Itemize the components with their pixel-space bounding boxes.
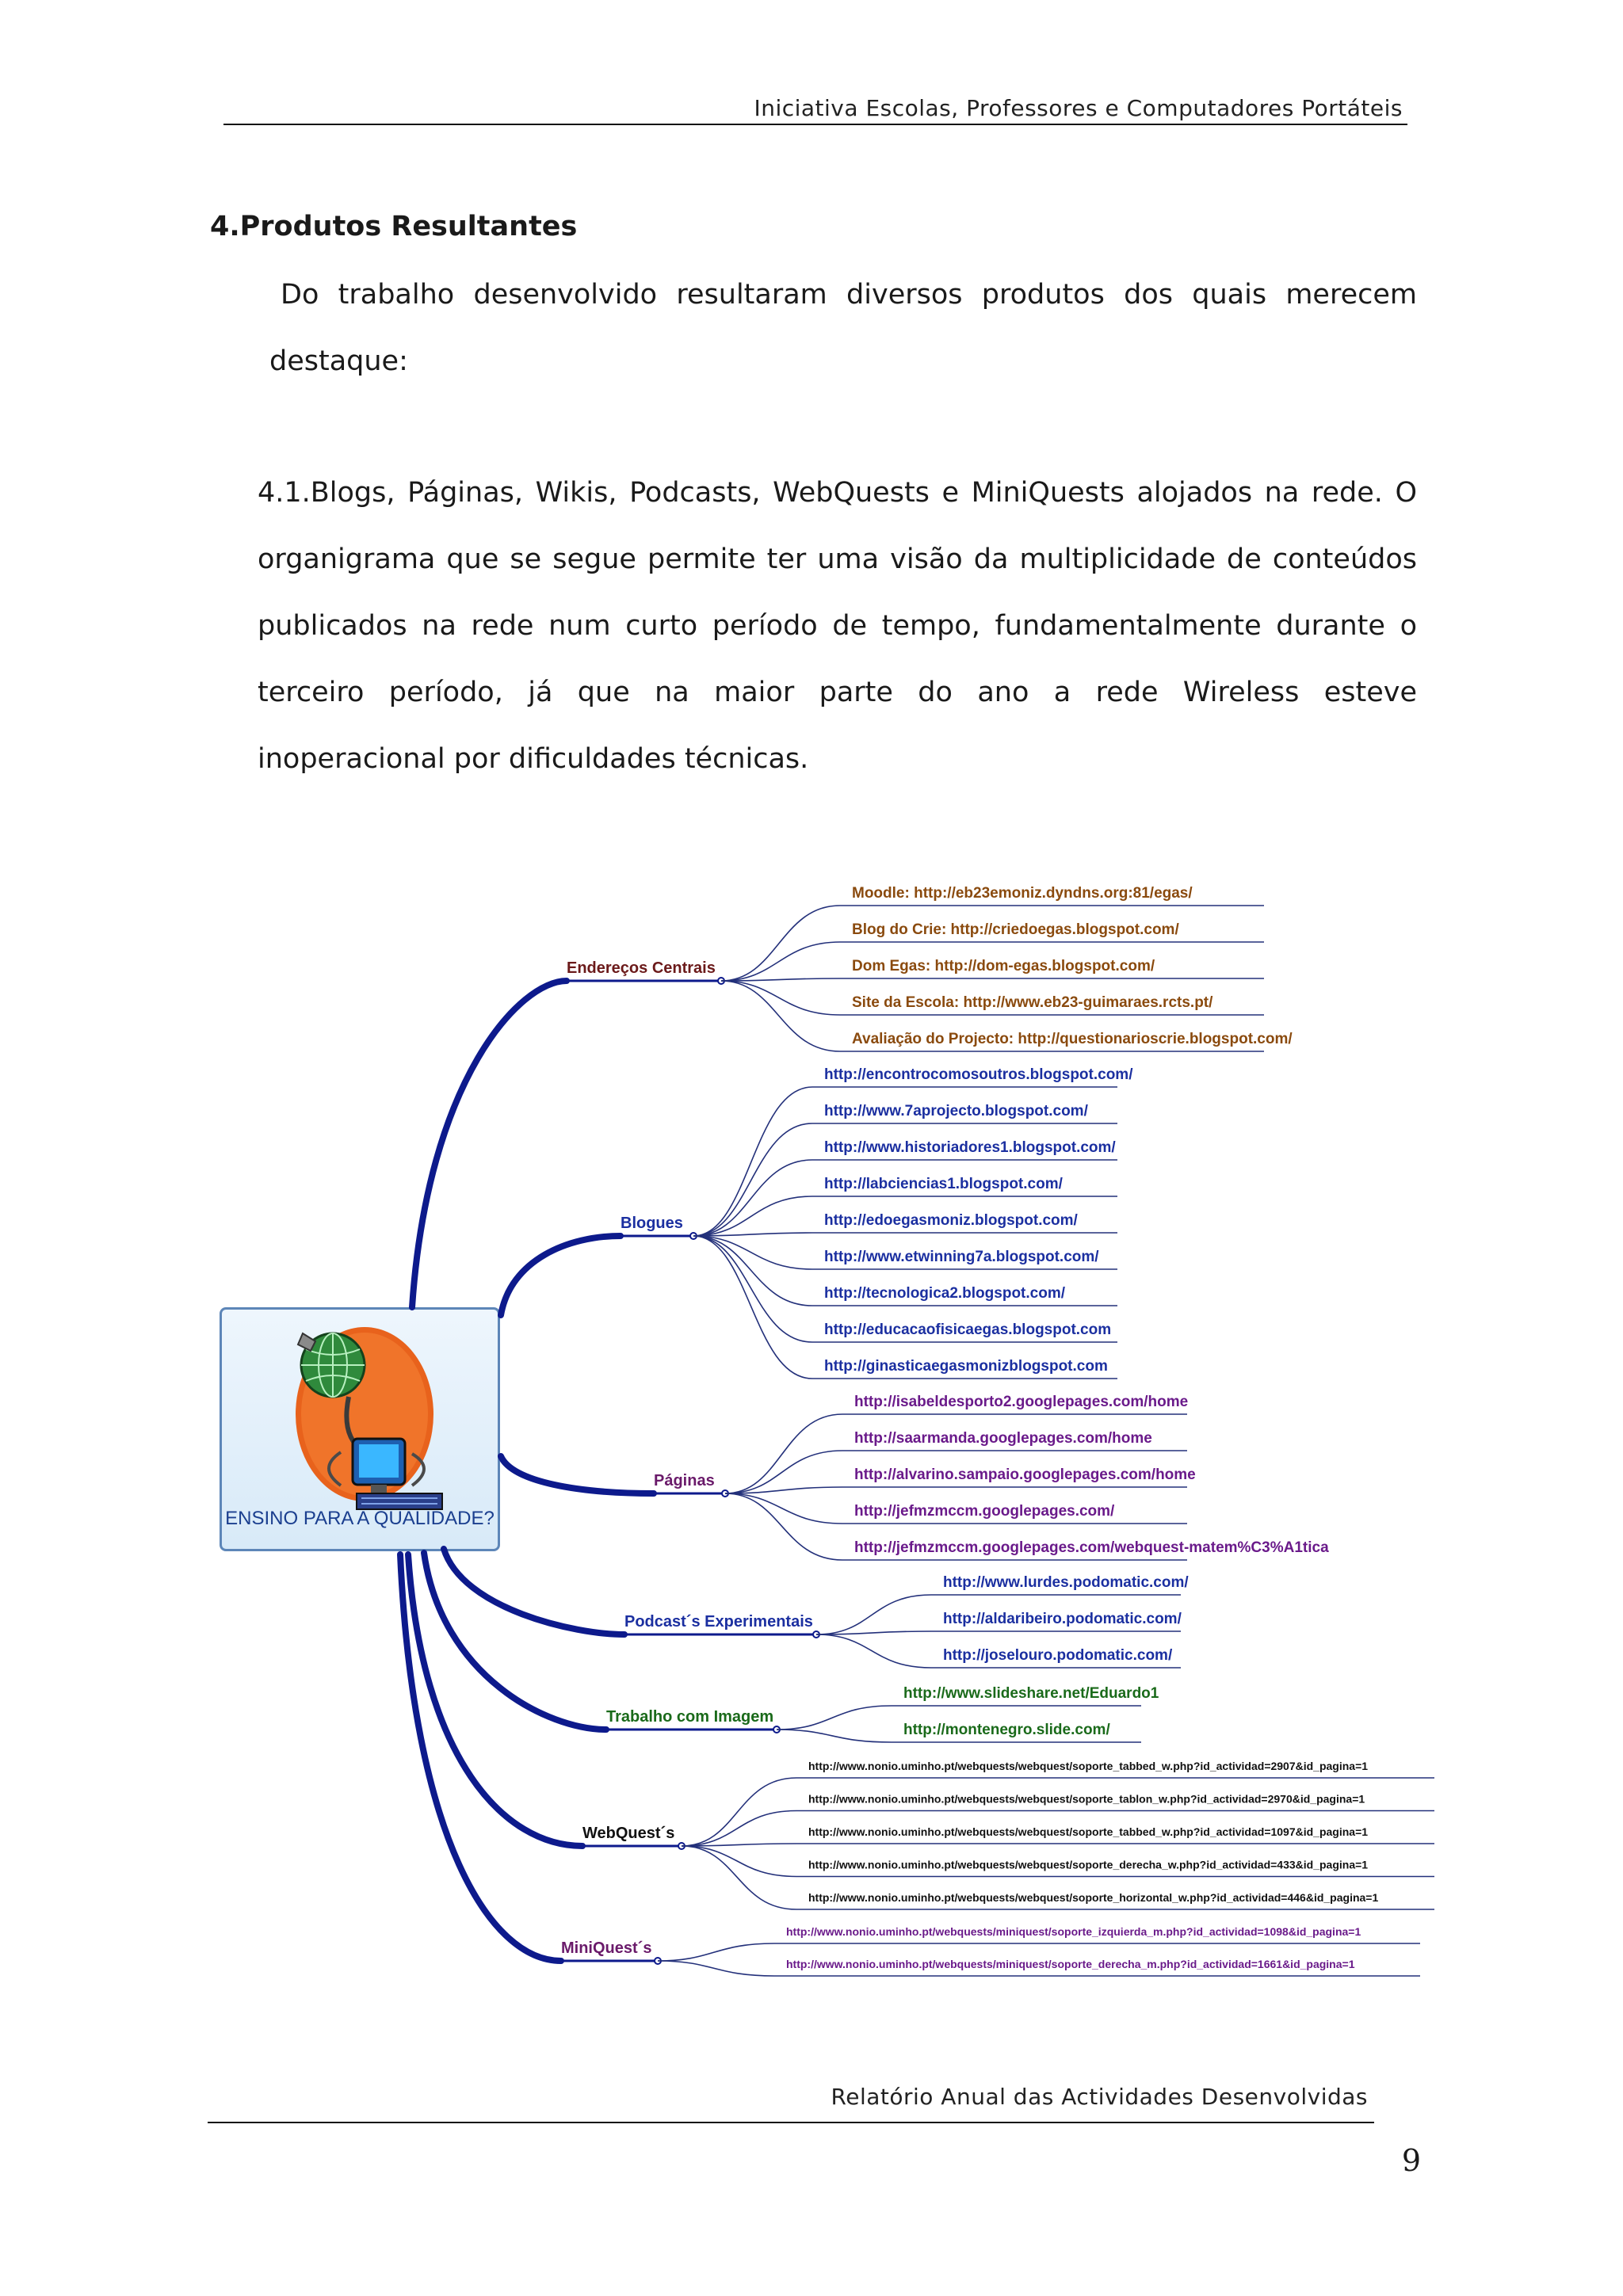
branch-connector	[397, 1551, 564, 1964]
leaf-link: Moodle: http://eb23emoniz.dyndns.org:81/…	[852, 885, 1193, 902]
leaf-link: http://ginasticaegasmonizblogspot.com	[824, 1358, 1108, 1375]
leaf-connector	[815, 1594, 932, 1635]
leaf-link: http://www.lurdes.podomatic.com/	[943, 1574, 1189, 1591]
branch-label: Endereços Centrais	[567, 959, 716, 977]
leaf-link: http://www.nonio.uminho.pt/webquests/min…	[786, 1958, 1355, 1970]
branch-connector	[421, 1550, 609, 1733]
leaf-link: http://isabeldesporto2.googlepages.com/h…	[854, 1394, 1188, 1410]
leaf-link: http://aldaribeiro.podomatic.com/	[943, 1611, 1182, 1627]
branch-label: Trabalho com Imagem	[606, 1708, 773, 1726]
leaf-link: http://www.nonio.uminho.pt/webquests/web…	[808, 1891, 1378, 1904]
branch-label: MiniQuest´s	[561, 1939, 651, 1957]
leaf-connector	[693, 1123, 813, 1237]
leaf-connector	[693, 1235, 813, 1343]
branch-hub	[717, 977, 725, 985]
leaf-link: Site da Escola: http://www.eb23-guimarae…	[852, 994, 1213, 1011]
leaf-link: Dom Egas: http://dom-egas.blogspot.com/	[852, 958, 1155, 974]
leaf-connector	[693, 1235, 813, 1306]
branch-connector	[405, 1551, 586, 1849]
leaf-link: http://www.etwinning7a.blogspot.com/	[824, 1249, 1099, 1265]
leaf-connector	[724, 1493, 843, 1561]
leaf-connector	[724, 1493, 843, 1524]
leaf-link: http://www.nonio.uminho.pt/webquests/min…	[786, 1925, 1361, 1938]
branch-connector	[441, 1546, 628, 1638]
branch-hub	[773, 1726, 781, 1733]
leaf-connector	[681, 1810, 797, 1847]
branch-connector	[498, 1233, 624, 1318]
leaf-connector	[720, 905, 841, 982]
footer-title: Relatório Anual das Actividades Desenvol…	[831, 2084, 1368, 2110]
body-paragraph: 4.1.Blogs, Páginas, Wikis, Podcasts, Web…	[258, 477, 1417, 775]
header-rule	[223, 124, 1407, 125]
leaf-connector	[776, 1729, 892, 1743]
branch-hub	[654, 1957, 662, 1965]
branch-hub	[812, 1630, 820, 1638]
leaf-link: http://www.nonio.uminho.pt/webquests/web…	[808, 1793, 1365, 1806]
leaf-connector	[815, 1634, 932, 1669]
leaf-connector	[693, 1232, 813, 1237]
leaf-link: http://labciencias1.blogspot.com/	[824, 1176, 1064, 1192]
leaf-connector	[693, 1159, 813, 1237]
leaf-connector	[681, 1845, 797, 1878]
leaf-link: http://www.slideshare.net/Eduardo1	[903, 1685, 1159, 1702]
leaf-connector	[724, 1486, 843, 1494]
leaf-link: http://montenegro.slide.com/	[903, 1722, 1110, 1738]
section-title: 4.Produtos Resultantes	[210, 211, 578, 242]
leaf-link: http://www.7aprojecto.blogspot.com/	[824, 1103, 1089, 1119]
leaf-connector	[724, 1413, 843, 1494]
leaf-link: http://educacaofisicaegas.blogspot.com	[824, 1322, 1111, 1338]
leaf-connector	[693, 1086, 813, 1237]
leaf-link: http://jefmzmccm.googlepages.com/webques…	[854, 1539, 1329, 1556]
leaf-connector	[693, 1196, 813, 1237]
footer-rule	[208, 2122, 1374, 2123]
leaf-connector	[724, 1450, 843, 1494]
leaf-link: http://tecnologica2.blogspot.com/	[824, 1285, 1066, 1302]
leaf-link: Avaliação do Projecto: http://questionar…	[852, 1031, 1293, 1047]
leaf-link: http://www.nonio.uminho.pt/webquests/web…	[808, 1859, 1368, 1871]
header-title: Iniciativa Escolas, Professores e Comput…	[754, 95, 1403, 121]
leaf-connector	[720, 980, 841, 1016]
branch-hub	[689, 1232, 697, 1240]
mindmap-central-node	[220, 1307, 500, 1551]
page-number: 9	[1401, 2143, 1421, 2178]
leaf-connector	[657, 1960, 775, 1977]
leaf-connector	[693, 1235, 813, 1379]
leaf-connector	[693, 1235, 813, 1270]
intro-paragraph: Do trabalho desenvolvido resultaram dive…	[269, 279, 1417, 377]
leaf-connector	[720, 980, 841, 1052]
branch-label: Podcast´s Experimentais	[624, 1613, 813, 1630]
leaf-link: http://www.historiadores1.blogspot.com/	[824, 1139, 1116, 1156]
leaf-connector	[815, 1630, 932, 1635]
leaf-connector	[657, 1943, 775, 1962]
central-node-label: ENSINO PARA A QUALIDADE?	[225, 1508, 495, 1529]
leaf-connector	[720, 941, 841, 982]
leaf-link: http://edoegasmoniz.blogspot.com/	[824, 1212, 1079, 1229]
branch-hub	[678, 1842, 685, 1850]
branch-label: Páginas	[654, 1472, 715, 1489]
leaf-link: http://www.nonio.uminho.pt/webquests/web…	[808, 1825, 1368, 1838]
leaf-connector	[681, 1777, 797, 1847]
leaf-link: http://saarmanda.googlepages.com/home	[854, 1430, 1152, 1447]
leaf-link: http://alvarino.sampaio.googlepages.com/…	[854, 1466, 1196, 1483]
branch-label: Blogues	[621, 1215, 683, 1232]
leaf-link: http://jefmzmccm.googlepages.com/	[854, 1503, 1115, 1520]
leaf-connector	[681, 1845, 797, 1910]
branch-label: WebQuest´s	[582, 1825, 674, 1842]
leaf-connector	[720, 978, 841, 982]
leaf-link: http://joselouro.podomatic.com/	[943, 1647, 1173, 1664]
globe-computer-icon	[296, 1327, 443, 1510]
leaf-connector	[681, 1843, 797, 1847]
branch-connector	[409, 978, 570, 1310]
branch-hub	[721, 1489, 729, 1497]
leaf-link: http://www.nonio.uminho.pt/webquests/web…	[808, 1760, 1368, 1772]
leaf-link: http://encontrocomosoutros.blogspot.com/	[824, 1066, 1133, 1083]
branch-connector	[498, 1453, 657, 1497]
leaf-connector	[776, 1705, 892, 1730]
leaf-link: Blog do Crie: http://criedoegas.blogspot…	[852, 921, 1179, 938]
